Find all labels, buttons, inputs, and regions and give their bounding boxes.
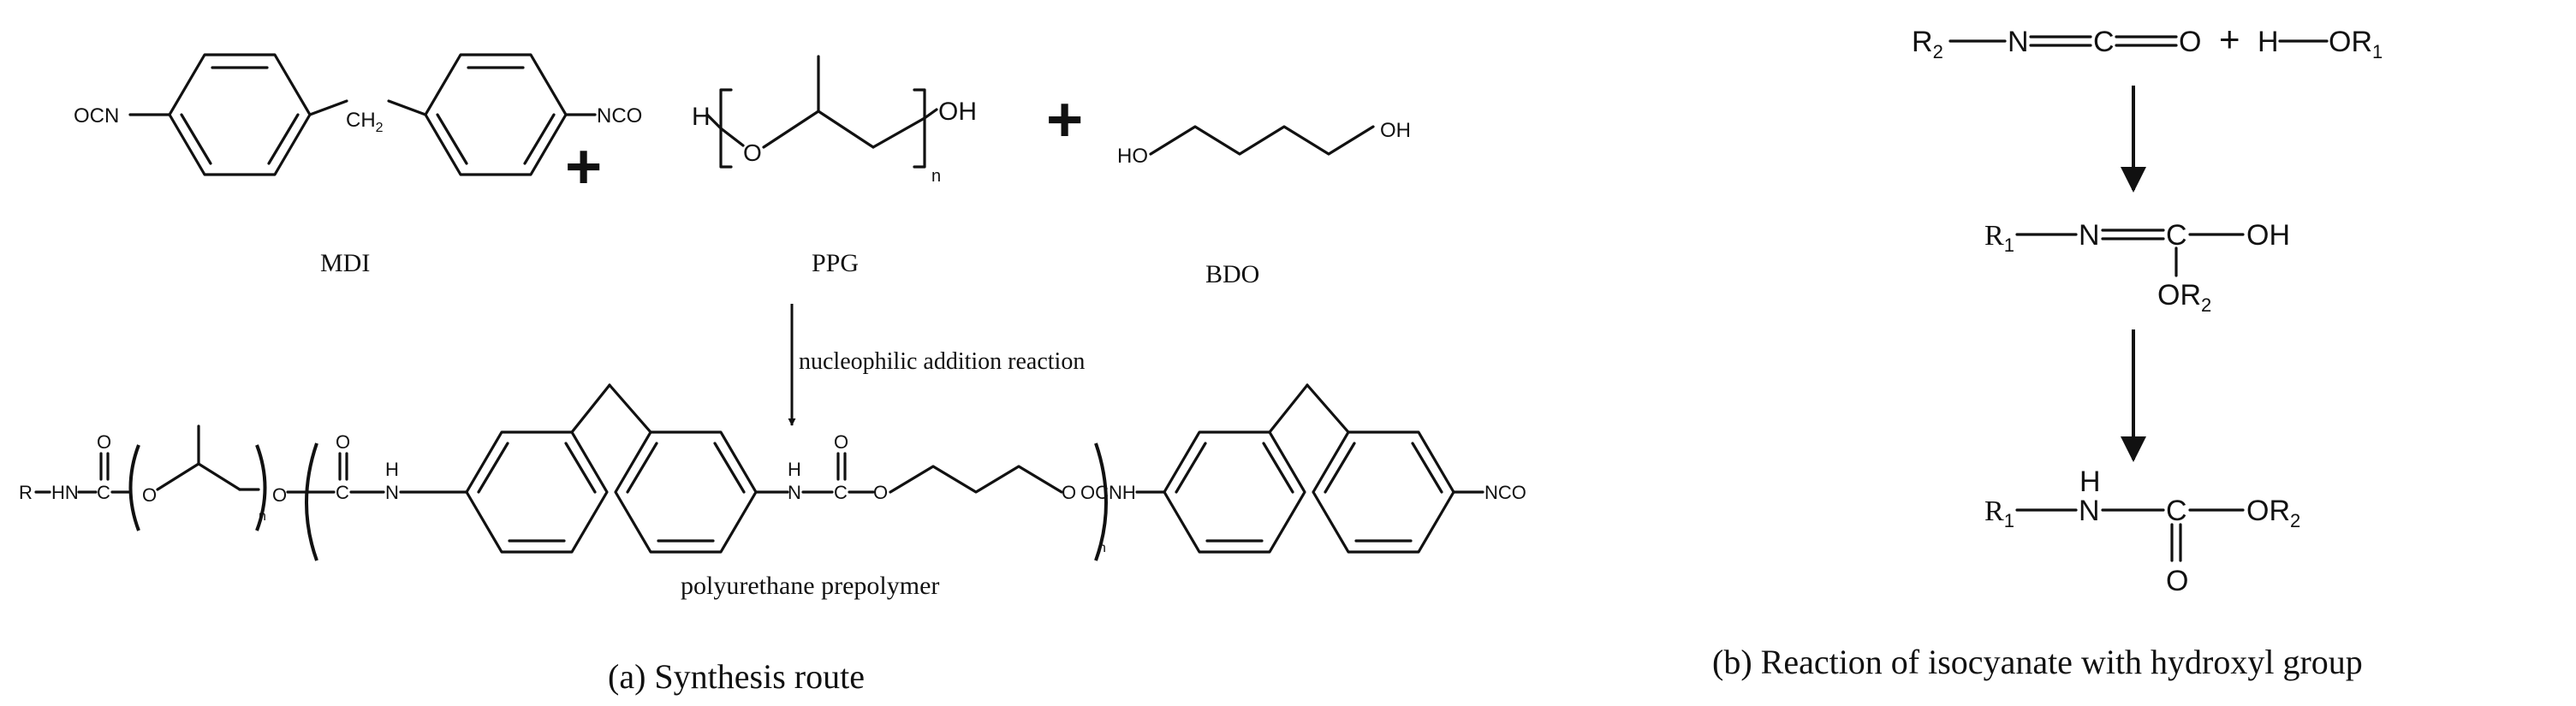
b-alcohol-h-label: H xyxy=(2258,26,2279,58)
bdo-oh-label: OH xyxy=(1380,119,1411,142)
product-o4-label: O xyxy=(336,431,350,453)
panel-b-caption: (b) Reaction of isocyanate with hydroxyl… xyxy=(1712,643,2363,681)
product-c2-label: C xyxy=(336,482,349,503)
mdi-ocn-label: OCN xyxy=(74,104,119,128)
polyurethane-prepolymer-structure: R HN C O O n O C O H xyxy=(19,383,1526,561)
product-o3-label: O xyxy=(272,484,287,506)
product-benzene-ring-1 xyxy=(465,430,609,554)
product-n1-subscript: n xyxy=(259,509,266,524)
b-product-r1-label: R1 xyxy=(1984,495,2014,531)
b-alcohol-or1-label: OR1 xyxy=(2329,26,2383,62)
product-name: polyurethane prepolymer xyxy=(681,572,939,600)
product-c3-label: C xyxy=(834,482,848,503)
b-reactant-c-label: C xyxy=(2093,26,2115,58)
b-product-or2-label: OR2 xyxy=(2246,495,2300,531)
b-intermediate-n-label: N xyxy=(2079,219,2100,252)
b-product-c-label: C xyxy=(2166,495,2187,527)
b-reactant-o-label: O xyxy=(2179,26,2201,58)
mdi-name: MDI xyxy=(320,249,370,277)
mdi-benzene-ring-left xyxy=(168,53,312,176)
bdo-structure: HO OH xyxy=(1117,119,1411,168)
product-nh2-n-label: N xyxy=(788,482,801,503)
product-hn-label: HN xyxy=(51,482,79,503)
product-benzene-ring-3 xyxy=(1163,430,1306,554)
panel-b-isocyanate-reaction: R2 N C O + H OR1 R1 N C OH OR2 R1 H N C xyxy=(1712,19,2383,681)
ppg-oh-label: OH xyxy=(938,98,977,126)
panel-a-caption: (a) Synthesis route xyxy=(608,657,865,696)
mdi-benzene-ring-right xyxy=(424,53,568,176)
product-nh1-h-label: H xyxy=(385,459,399,480)
product-c1-label: C xyxy=(97,482,110,503)
ppg-h-label: H xyxy=(692,103,711,131)
ppg-name: PPG xyxy=(812,249,859,277)
b-product-h-label: H xyxy=(2079,466,2101,498)
panel-a-synthesis-route: OCN CH2 NCO + MDI H O xyxy=(19,53,1526,696)
b-intermediate-c-label: C xyxy=(2166,219,2187,252)
mdi-structure: OCN CH2 NCO xyxy=(74,53,642,176)
plus-sign-ppg: + xyxy=(1046,84,1083,155)
b-reactant-r2-label: R2 xyxy=(1912,26,1943,62)
product-benzene-ring-4 xyxy=(1312,430,1455,554)
product-o2-label: O xyxy=(142,484,157,506)
product-nh2-h-label: H xyxy=(788,459,801,480)
product-o5-label: O xyxy=(834,431,848,453)
b-plus-sign: + xyxy=(2219,19,2240,59)
product-benzene-ring-2 xyxy=(614,430,758,554)
ppg-structure: H O n OH xyxy=(692,55,977,186)
product-n2-subscript: n xyxy=(1098,541,1106,555)
product-o6-label: O xyxy=(873,482,888,503)
mdi-nco-label: NCO xyxy=(597,104,642,128)
b-intermediate-or2-label: OR2 xyxy=(2157,279,2211,316)
mdi-ch2-label: CH2 xyxy=(346,109,384,135)
b-intermediate-oh-label: OH xyxy=(2246,219,2290,252)
b-reactant-n-label: N xyxy=(2008,26,2029,58)
ppg-n-subscript: n xyxy=(931,167,941,186)
product-r-label: R xyxy=(19,482,33,503)
b-product-o-label: O xyxy=(2166,565,2188,597)
product-nco-label: NCO xyxy=(1484,482,1526,503)
product-o7-label: O xyxy=(1062,482,1076,503)
product-o1-label: O xyxy=(97,431,111,453)
b-intermediate-r1-label: R1 xyxy=(1984,220,2014,256)
product-nh1-n-label: N xyxy=(385,482,399,503)
product-ocnh-label: OCNH xyxy=(1080,482,1136,503)
plus-sign-mdi: + xyxy=(565,131,602,202)
bdo-name: BDO xyxy=(1205,260,1259,288)
b-product-n-label: N xyxy=(2079,495,2100,527)
bdo-ho-label: HO xyxy=(1117,145,1148,168)
reaction-condition-label: nucleophilic addition reaction xyxy=(799,348,1085,375)
ppg-o-label: O xyxy=(743,139,762,166)
